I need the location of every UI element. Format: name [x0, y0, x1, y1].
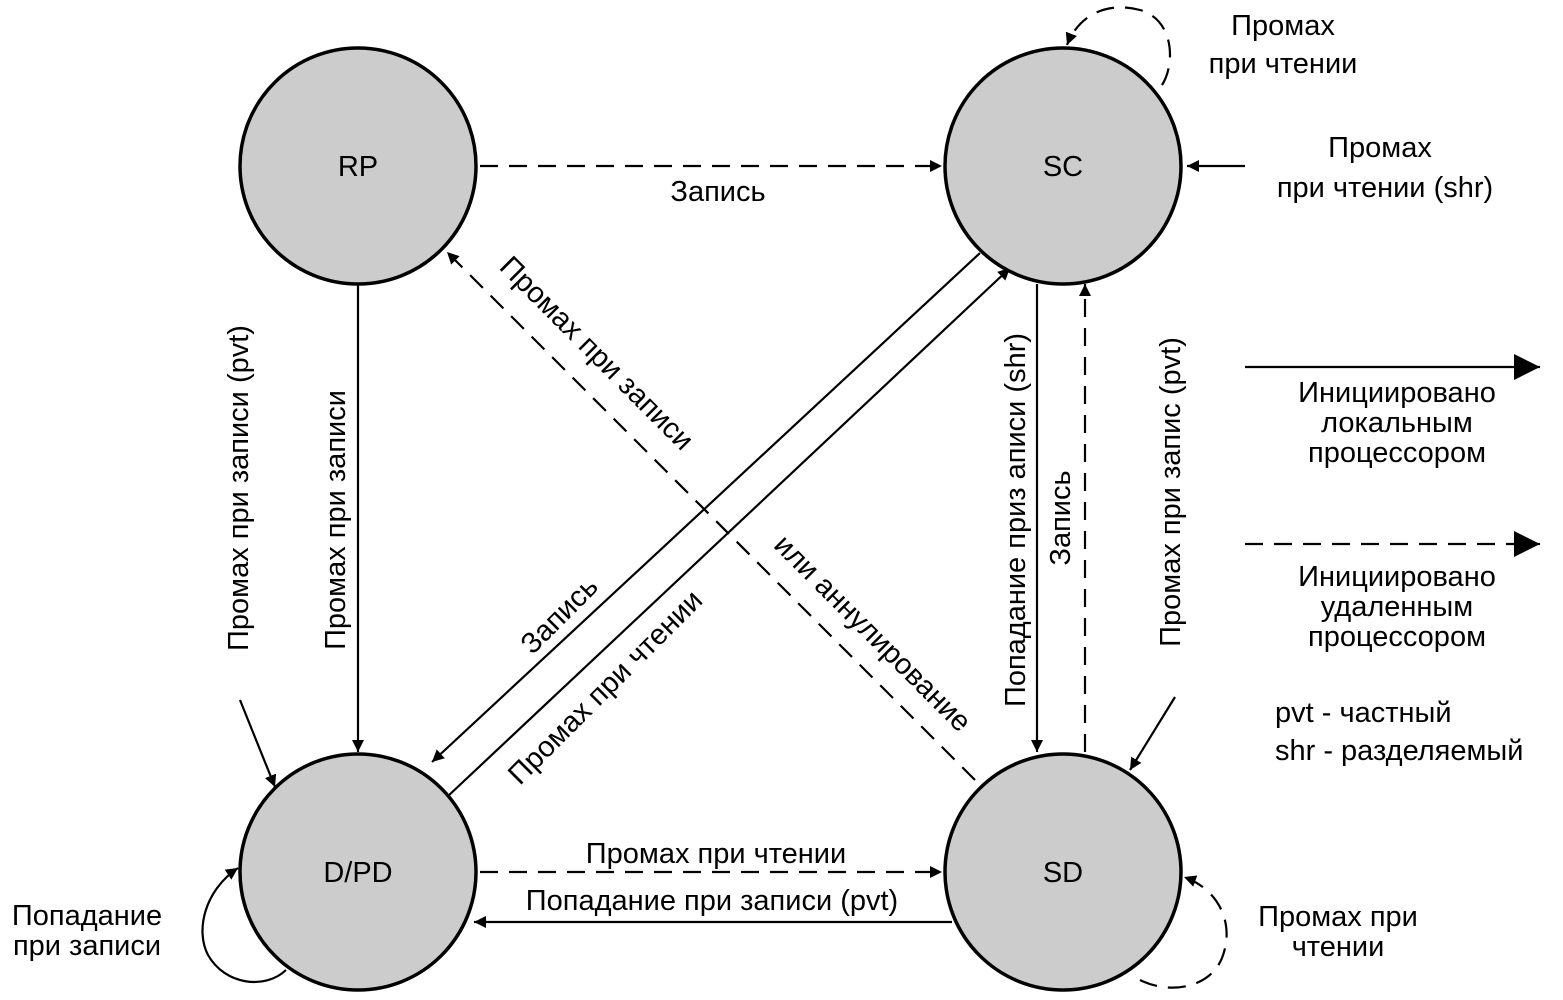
edge-external-to-sd	[1129, 696, 1176, 771]
label-external-to-sd: Промах при запис (pvt)	[1155, 337, 1187, 647]
label-dpd-to-sc: Промах при чтении	[502, 584, 709, 791]
label-sd-to-sc: Запись	[1045, 470, 1077, 565]
label-sd-to-rp-line2: или аннулирование	[768, 529, 978, 739]
legend-pvt-note: pvt - частный	[1275, 697, 1452, 729]
label-external-to-dpd: Промах при записи (pvt)	[223, 325, 255, 651]
state-rp: RP	[238, 46, 478, 286]
edge-external-to-dpd	[238, 699, 277, 788]
state-sd-label: SD	[1043, 857, 1083, 889]
label-rp-to-dpd: Промах при записи	[320, 390, 352, 650]
label-sc-self-line1: Промах	[1231, 10, 1335, 42]
label-external-to-sc-line1: Промах	[1328, 132, 1432, 164]
legend-shr-note: shr - разделяемый	[1275, 735, 1523, 767]
label-dpd-self-line2: при записи	[13, 930, 161, 962]
label-sd-to-rp-line1: Промах при записи	[493, 250, 699, 456]
label-sd-to-dpd: Попадание при записи (pvt)	[526, 885, 898, 917]
state-sd: SD	[943, 752, 1183, 992]
label-sd-self-line1: Промах при	[1258, 901, 1418, 933]
state-sc: SC	[943, 46, 1183, 286]
label-sd-self-line2: чтении	[1292, 931, 1385, 963]
state-dpd-label: D/PD	[323, 857, 392, 889]
edge-sd-self-loop	[1139, 875, 1228, 989]
edge-sd-to-rp	[446, 251, 976, 781]
label-rp-to-sc: Запись	[670, 176, 765, 208]
state-dpd: D/PD	[238, 752, 478, 992]
legend-remote-line3: процессором	[1308, 621, 1486, 653]
legend-remote-line2: удаленным	[1321, 591, 1473, 623]
state-rp-label: RP	[338, 151, 378, 183]
edge-dpd-to-sc	[446, 267, 1011, 798]
legend-local-line2: локальным	[1321, 407, 1473, 439]
legend-remote-line1: Инициировано	[1298, 561, 1496, 593]
edge-sc-to-dpd	[431, 252, 981, 763]
label-dpd-to-sd: Промах при чтении	[586, 838, 846, 870]
edge-sc-self-loop	[1065, 6, 1172, 86]
legend: Инициировано локальным процессором Иници…	[1245, 354, 1540, 767]
label-external-to-sc-line2: при чтении (shr)	[1277, 172, 1493, 204]
legend-local-line3: процессором	[1308, 437, 1486, 469]
edge-dpd-self-loop	[201, 867, 287, 984]
label-dpd-self-line1: Попадание	[12, 900, 162, 932]
label-sc-self-line2: при чтении	[1209, 48, 1358, 80]
label-sc-to-sd: Попадание приз аписи (shr)	[1000, 333, 1032, 707]
legend-local-line1: Инициировано	[1298, 377, 1496, 409]
state-sc-label: SC	[1043, 151, 1083, 183]
